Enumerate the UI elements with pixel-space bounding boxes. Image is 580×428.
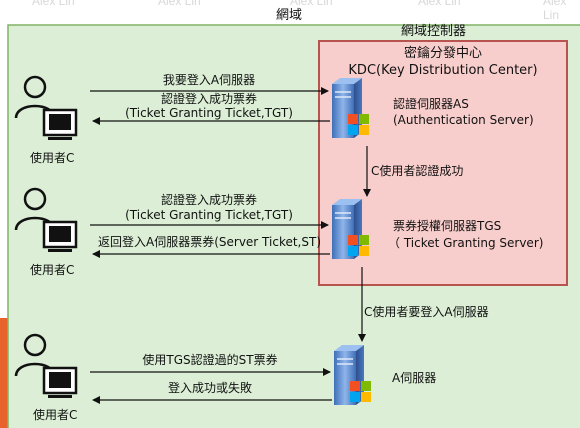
watermark-text: Alex Lin [158, 0, 201, 8]
watermark-text: Alex Lin [543, 0, 567, 22]
tgs-server-label-line1: 票券授權伺服器TGS [393, 219, 502, 233]
as-server-label-line1: 認證伺服器AS [393, 97, 469, 111]
msg-c-auth-success: C使用者認證成功 [371, 164, 464, 178]
watermark-text: Alex Lin [418, 0, 461, 8]
tgs-server-icon [332, 199, 369, 259]
tgs-server-label-line2: （ Ticket Granting Server) [388, 236, 544, 250]
msg-tgt-line1: 認證登入成功票券 [160, 92, 257, 106]
msg-send-st: 使用TGS認證過的ST票券 [142, 353, 278, 367]
msg-send-tgt-line1: 認證登入成功票券 [160, 193, 257, 207]
user-icon-1 [14, 75, 78, 140]
user-icon-3 [14, 333, 78, 398]
user-label-3: 使用者C [33, 408, 78, 422]
domain-controller-title: 網域控制器 [401, 24, 467, 39]
msg-return-st: 返回登入A伺服器票券(Server Ticket,ST) [98, 235, 322, 249]
user-label-2: 使用者C [30, 263, 75, 277]
as-server-icon [332, 78, 369, 138]
user-icon-2 [14, 187, 78, 252]
user-label-1: 使用者C [30, 151, 75, 165]
watermark-text: Alex Lin [32, 0, 75, 8]
kdc-title-line2: KDC(Key Distribution Center) [348, 63, 538, 78]
msg-request-a-server: 我要登入A伺服器 [162, 73, 256, 87]
msg-login-result: 登入成功或失敗 [167, 381, 252, 395]
msg-c-login-a-server: C使用者要登入A伺服器 [364, 305, 489, 319]
msg-tgt-line2: (Ticket Granting Ticket,TGT) [125, 106, 293, 120]
domain-title: 網域 [276, 8, 303, 23]
kdc-title-line1: 密鑰分發中心 [403, 46, 482, 61]
watermark-text: Alex Lin [290, 0, 333, 8]
as-server-label-line2: (Authentication Server) [393, 113, 534, 127]
msg-send-tgt-line2: (Ticket Granting Ticket,TGT) [125, 208, 293, 222]
a-server-icon [334, 345, 371, 405]
a-server-label: A伺服器 [392, 371, 437, 385]
